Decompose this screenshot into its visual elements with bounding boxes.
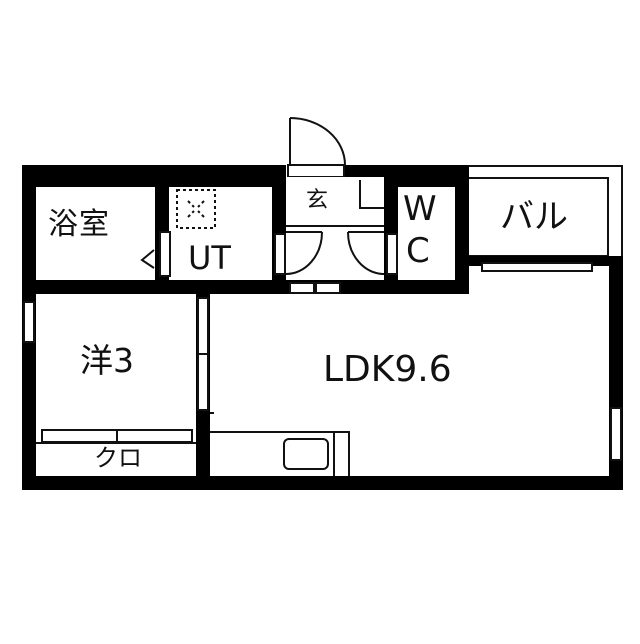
washer-pan-icon <box>176 189 216 229</box>
room-label-entrance: 玄 <box>306 188 329 213</box>
room-label-toilet-w: W <box>403 189 437 229</box>
room-label-western-room: 洋3 <box>80 341 134 380</box>
bath-door-marker <box>140 249 155 269</box>
kitchen-counter <box>210 431 350 476</box>
closet-partition <box>36 429 196 444</box>
room-label-toilet-c: C <box>406 231 430 271</box>
room-label-utility: UT <box>188 239 231 277</box>
entrance-floor <box>286 177 384 280</box>
room-label-balcony: バル <box>500 197 568 237</box>
room-label-closet: クロ <box>94 444 142 472</box>
entrance-details <box>285 180 385 275</box>
room-label-ldk: LDK9.6 <box>323 349 452 390</box>
door-openings <box>23 231 622 461</box>
sink-icon <box>283 438 329 470</box>
room-label-bathroom: 浴室 <box>48 207 110 242</box>
entrance-door <box>287 117 346 178</box>
